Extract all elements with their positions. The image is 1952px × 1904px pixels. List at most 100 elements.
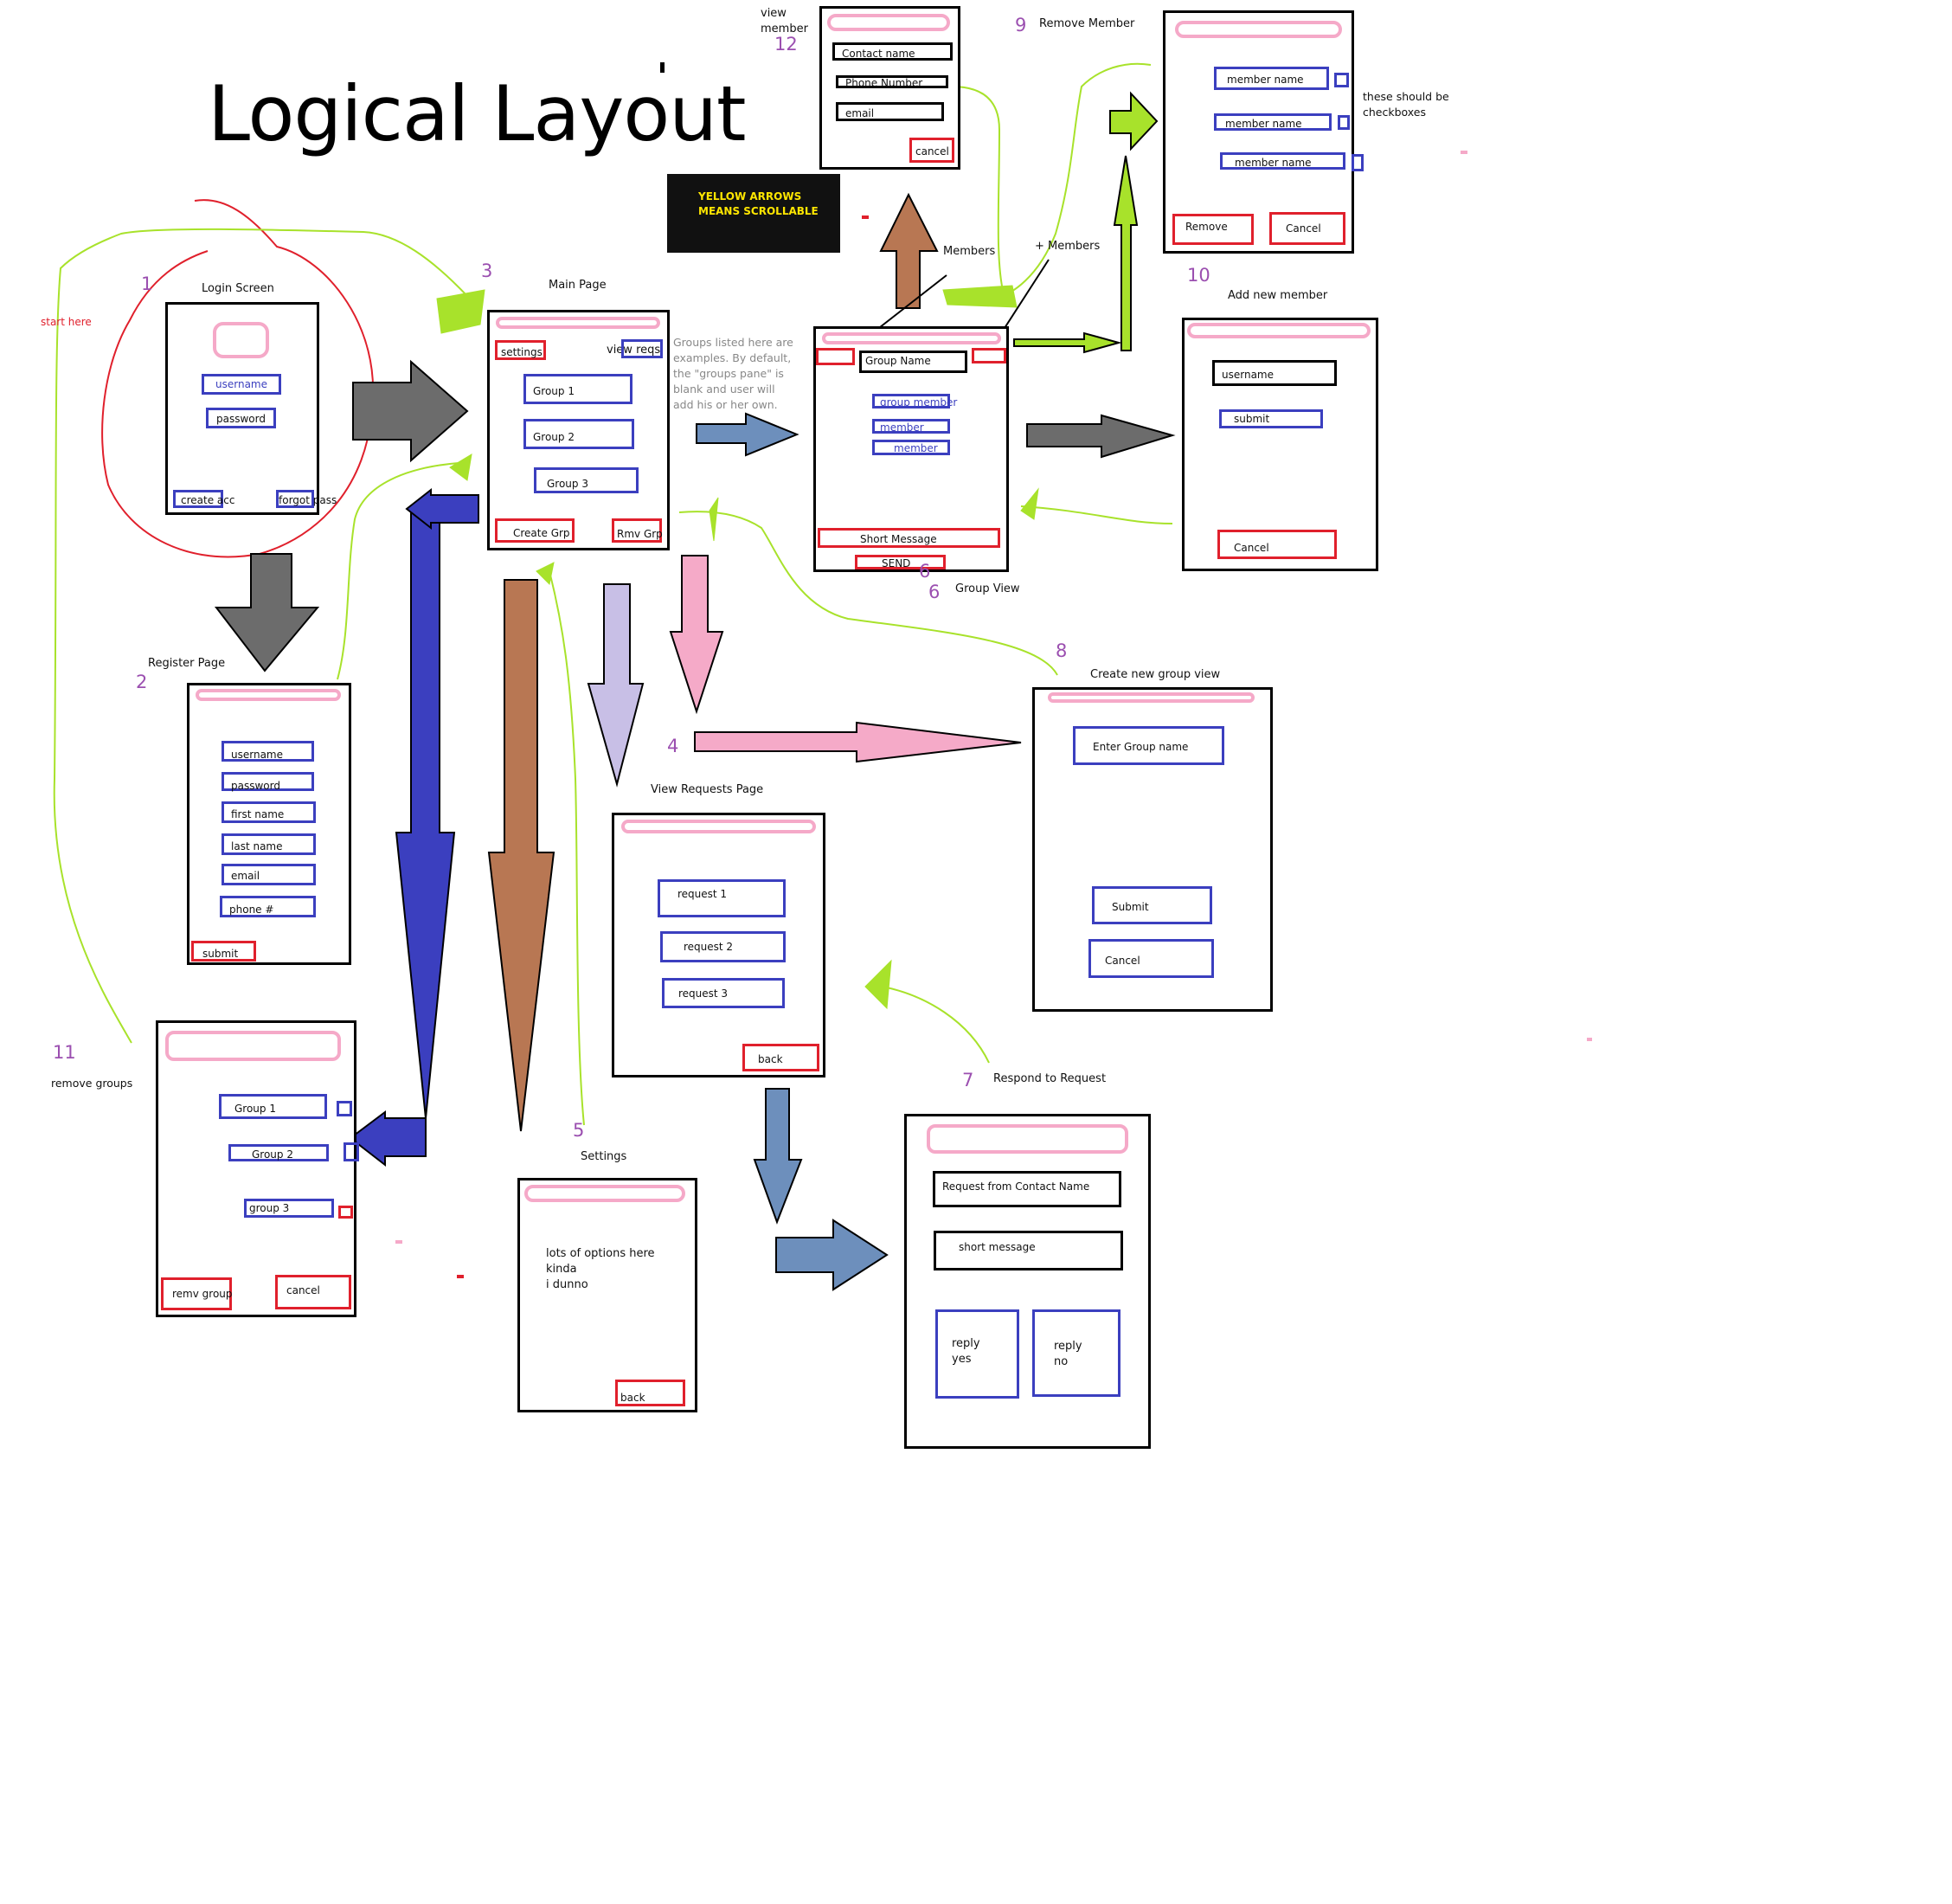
add-members-button[interactable]: [972, 348, 1006, 363]
stray-mark: [1587, 1038, 1592, 1041]
remove-member-checkbox-2[interactable]: [1338, 115, 1350, 130]
create-group-button[interactable]: Create Grp: [495, 518, 575, 543]
legend-box: YELLOW ARROWS MEANS SCROLLABLE: [667, 174, 840, 253]
settings-back-button[interactable]: back: [615, 1380, 685, 1406]
remove-member-remove-button[interactable]: Remove: [1172, 214, 1254, 245]
view-member-title-line-2: member: [761, 23, 808, 35]
group-members-button[interactable]: [816, 348, 855, 365]
header-bar: [621, 820, 816, 833]
remove-groups-checkbox-2[interactable]: [344, 1142, 359, 1161]
step-number-3: 3: [481, 261, 493, 281]
group-member-3[interactable]: member: [872, 440, 950, 455]
request-item-2[interactable]: request 2: [660, 931, 786, 962]
arrow-group-to-add-member: [1026, 414, 1176, 459]
request-item-3[interactable]: request 3: [662, 978, 785, 1008]
settings-line-2: kinda: [546, 1263, 577, 1276]
settings-button[interactable]: settings: [495, 340, 546, 360]
group-member-1[interactable]: group member: [872, 394, 957, 408]
register-page-frame: [187, 683, 351, 965]
arrow-main-to-create-down: [669, 555, 724, 715]
remove-groups-item-3: group 3: [244, 1199, 334, 1218]
arrow-to-remove-member: [1109, 91, 1159, 151]
register-submit-button[interactable]: submit: [191, 941, 256, 962]
remove-member-item-3: member name: [1220, 152, 1345, 170]
header-bar: [927, 1124, 1128, 1154]
reply-yes-button[interactable]: reply yes: [935, 1309, 1019, 1399]
remove-groups-frame: [156, 1020, 356, 1317]
flow-line-addmember-back: [1020, 505, 1173, 524]
step-number-10: 10: [1187, 265, 1210, 286]
remove-groups-remove-button[interactable]: remv group: [161, 1277, 233, 1310]
register-phone-field[interactable]: phone #: [220, 896, 316, 917]
arrow-to-respond: [775, 1219, 889, 1291]
arrow-group-to-remove-member-right: [1013, 331, 1122, 354]
add-member-submit-button[interactable]: submit: [1219, 409, 1323, 428]
group-member-2[interactable]: member: [872, 419, 950, 434]
header-bar: [165, 1031, 341, 1061]
flow-line-view-member-back: [951, 86, 1005, 295]
view-member-title-line-1: view: [761, 7, 787, 20]
arrow-login-to-register: [214, 553, 320, 672]
forgot-password-button[interactable]: forgot pass: [276, 490, 337, 508]
view-requests-button[interactable]: [621, 339, 663, 358]
main-group-3[interactable]: Group 3: [534, 467, 639, 493]
remove-member-checkbox-1[interactable]: [1334, 73, 1349, 87]
register-last-name-field[interactable]: last name: [222, 833, 316, 855]
add-member-frame: [1182, 318, 1378, 571]
add-member-username-field[interactable]: username: [1212, 360, 1337, 386]
register-username-field[interactable]: username: [222, 741, 314, 762]
requests-back-button[interactable]: back: [742, 1044, 819, 1071]
request-item-1[interactable]: request 1: [658, 879, 786, 917]
remove-group-button[interactable]: Rmv Grp: [612, 518, 663, 543]
header-bar: [1187, 323, 1371, 338]
main-group-2[interactable]: Group 2: [523, 419, 634, 449]
remove-member-cancel-button[interactable]: Cancel: [1269, 212, 1345, 245]
legend-line-1: YELLOW ARROWS: [698, 190, 802, 203]
register-password-field[interactable]: password: [222, 772, 314, 791]
page-title: Logical Layout: [208, 69, 747, 158]
reply-yes-line-2: yes: [952, 1353, 972, 1366]
send-button[interactable]: SEND: [855, 555, 946, 569]
arrow-group-to-view-member: [879, 192, 939, 309]
create-group-cancel-button[interactable]: Cancel: [1088, 939, 1214, 978]
logo-placeholder: [213, 322, 269, 358]
step-number-8: 8: [1056, 640, 1068, 661]
step-number-2: 2: [136, 672, 148, 692]
view-member-cancel-button[interactable]: cancel: [909, 138, 954, 163]
arrow-to-create-group: [694, 721, 1022, 763]
register-email-field[interactable]: email: [222, 864, 316, 885]
remove-member-title: Remove Member: [1039, 17, 1135, 30]
reply-no-button[interactable]: reply no: [1032, 1309, 1120, 1397]
create-account-button[interactable]: create acc: [173, 490, 234, 508]
flow-line-register-back: [337, 462, 459, 680]
enter-group-name-field[interactable]: Enter Group name: [1073, 726, 1224, 765]
stray-mark: [862, 215, 869, 219]
remove-member-checkbox-3[interactable]: [1352, 154, 1364, 171]
settings-page-title: Settings: [581, 1150, 627, 1163]
arrow-login-to-main: [352, 359, 469, 463]
register-first-name-field[interactable]: first name: [222, 801, 316, 823]
respond-frame: [904, 1114, 1151, 1449]
login-password-field[interactable]: password: [206, 408, 276, 428]
header-bar: [827, 14, 950, 31]
remove-groups-cancel-button[interactable]: cancel: [275, 1275, 351, 1309]
remove-groups-checkbox-3[interactable]: [338, 1206, 353, 1219]
group-view-title: Group View: [955, 582, 1020, 595]
members-label: Members: [943, 245, 996, 258]
stray-mark: [1461, 151, 1467, 154]
flow-line-respond-back: [882, 986, 990, 1064]
arrow-main-to-settings: [487, 579, 555, 1132]
main-group-1[interactable]: Group 1: [523, 374, 632, 404]
main-page-frame: [487, 310, 670, 550]
register-page-title: Register Page: [148, 657, 226, 670]
remove-groups-checkbox-1[interactable]: [337, 1101, 352, 1116]
add-member-cancel-button[interactable]: Cancel: [1217, 530, 1337, 559]
request-short-message: short message: [934, 1231, 1123, 1270]
create-group-submit-button[interactable]: Submit: [1092, 886, 1212, 924]
header-bar: [524, 1185, 685, 1202]
short-message-field[interactable]: Short Message: [818, 528, 1000, 548]
checkbox-note-line-2: checkboxes: [1363, 106, 1427, 119]
view-requests-page-title: View Requests Page: [651, 783, 764, 796]
settings-frame: [517, 1178, 697, 1412]
login-username-field[interactable]: username: [202, 374, 281, 395]
